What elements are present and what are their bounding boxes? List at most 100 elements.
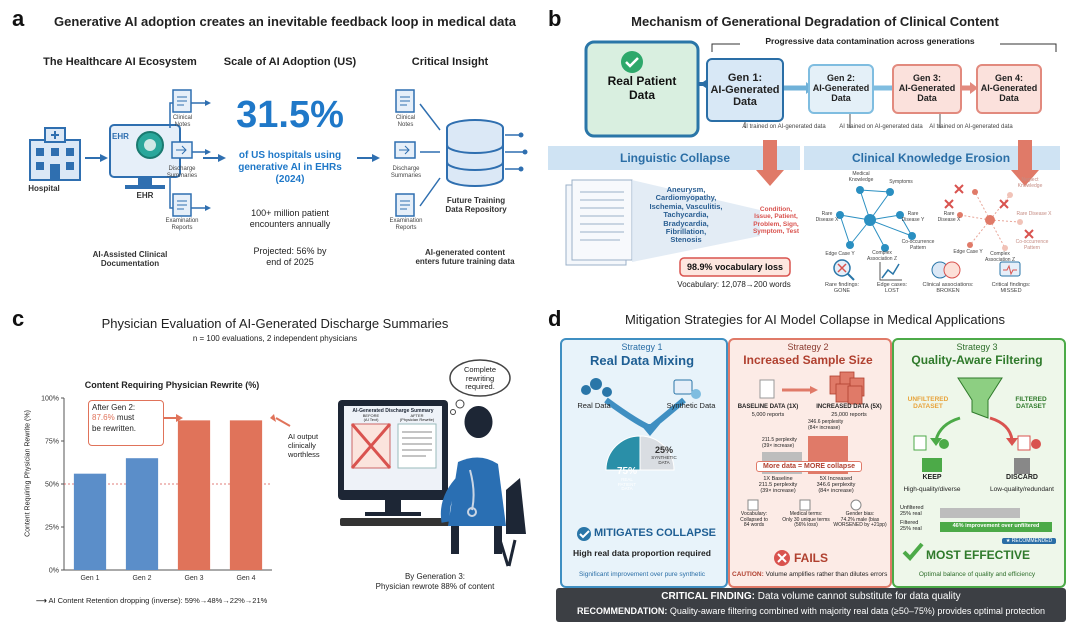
ehr-monitor-icon — [109, 124, 181, 189]
s3-discard: DISCARD — [1006, 474, 1038, 481]
rec-text: Quality-aware filtering combined with ma… — [667, 606, 1045, 616]
s3-result: MOST EFFECTIVE — [926, 548, 1031, 562]
ehr-screen-text: EHR — [112, 132, 129, 141]
vocab-loss-box — [679, 257, 791, 277]
exam-report-icon-2 — [395, 193, 415, 217]
s3-unf-lbl: Unfiltered 25% real — [900, 505, 924, 518]
discharge-summary-icon — [171, 141, 193, 159]
progress-label: Progressive data contamination across ge… — [740, 36, 1000, 46]
y-tick-label: 0% — [49, 568, 59, 575]
monitor-after: AFTER (Physician Rewrite) — [399, 413, 435, 423]
chart-title: Content Requiring Physician Rewrite (%) — [84, 380, 260, 390]
net-r-4: Complex Association Z — [984, 251, 1015, 263]
s3-filtered: FILTERED DATASET — [1015, 396, 1047, 411]
worthless-arrow — [275, 417, 291, 427]
chair — [506, 478, 526, 534]
net-l-1: Symptoms — [889, 179, 913, 185]
monitor-before: BEFORE (AI Text) — [362, 413, 380, 423]
net-r-0: Neglect Knowledge — [1017, 177, 1043, 189]
s1-real-label: Real Data — [577, 401, 611, 410]
s2-name: Increased Sample Size — [743, 353, 873, 367]
clinical-notes-icon — [172, 89, 192, 113]
y-tick-label: 50% — [45, 482, 59, 489]
callout-value: 87.6% — [92, 413, 115, 423]
s1-footer: Significant improvement over pure synthe… — [578, 571, 706, 578]
s2-footer-pre: CAUTION: — [732, 571, 764, 578]
edge-cases-icon — [879, 262, 902, 281]
doc-discharge: Discharge Summaries — [166, 166, 198, 179]
icon-label-assoc: Clinical associations: BROKEN — [922, 282, 974, 295]
s2-stat-gender: Gender bias: 74.2% male (bias WORSENED b… — [833, 511, 887, 528]
s3-tag: Strategy 3 — [956, 342, 998, 352]
s2-stat-vocab: Vocabulary: Collapsed to 84 words — [740, 511, 768, 528]
s2-col2: 5X Increased 346.6 perplexity (84× incre… — [816, 476, 856, 495]
x-tick-label: Gen 1 — [80, 575, 99, 582]
net-r-2: Rare Disease X — [1016, 211, 1052, 217]
gen4-box: Gen 4: AI-Generated Data — [976, 64, 1042, 114]
bar-gen-4 — [229, 420, 263, 570]
words-after: Condition, Issue, Patient, Problem, Sign… — [752, 206, 800, 236]
gen3-box: Gen 3: AI-Generated Data — [892, 64, 962, 114]
bar-gen-1 — [73, 473, 107, 570]
s2-footer: CAUTION: Volume amplifies rather than di… — [732, 571, 892, 578]
thought-text: Complete rewriting required. — [463, 365, 497, 392]
doc-clinical-notes: Clinical Notes — [172, 115, 193, 128]
panel-a-title: Generative AI adoption creates an inevit… — [54, 14, 516, 29]
panel-b-label: b — [548, 6, 562, 31]
icon-label-rare: Rare findings: GONE — [825, 282, 859, 295]
ling-header-bg — [548, 146, 800, 170]
net-r-5: Co-occurrence Pattern — [1015, 239, 1049, 251]
rec-pre: RECOMMENDATION: — [577, 606, 668, 616]
critical-findings-icon — [999, 261, 1021, 277]
net-l-2: Rare Disease X — [815, 211, 839, 223]
icon-label-edge: Edge cases: LOST — [876, 282, 908, 295]
panel-c-subtitle: n = 100 evaluations, 2 independent physi… — [192, 334, 358, 343]
s1-tag: Strategy 1 — [621, 342, 663, 352]
icon-label-critical: Critical findings: MISSED — [991, 282, 1031, 295]
finding-text: Data volume cannot substitute for data q… — [755, 591, 961, 602]
s3-footer: Optimal balance of quality and efficienc… — [918, 571, 1036, 578]
exam-report-icon — [172, 193, 192, 217]
repo-label: Future Training Data Repository — [445, 196, 507, 215]
real-data-text: Real Patient Data — [607, 74, 677, 102]
clin-header-bg — [804, 146, 1060, 170]
callout-line1: After Gen 2: — [92, 403, 136, 412]
s2-inc: INCREASED DATA (5X) — [816, 404, 882, 410]
callout-line2: must — [114, 413, 135, 423]
s2-base-n: 5,000 reports — [751, 412, 785, 418]
doc2-exam: Examination Reports — [389, 218, 423, 231]
gen1-box: Gen 1: AI-Generated Data — [706, 58, 784, 122]
trained-label-1: AI trained on AI-generated data — [742, 124, 826, 130]
trained-label-2: AI trained on AI-generated data — [839, 124, 923, 130]
x-tick-label: Gen 3 — [184, 575, 203, 582]
panel-b-title: Mechanism of Generational Degradation of… — [631, 14, 999, 29]
physician-coat — [448, 457, 506, 526]
net-l-4: Edge Case Y — [825, 251, 855, 257]
callout-arrowhead — [176, 414, 183, 422]
panel-a-label: a — [12, 6, 25, 31]
vocab-loss: 98.9% vocabulary loss — [686, 262, 784, 272]
s3-name: Quality-Aware Filtering — [911, 353, 1043, 367]
s3-unfiltered: UNFILTERED DATASET — [907, 396, 949, 411]
doc2-clinical-notes: Clinical Notes — [395, 115, 416, 128]
s1-synth-label: Synthetic Data — [666, 401, 716, 410]
insight-label: AI-generated content enters future train… — [415, 248, 515, 267]
encounters: 100+ million patient encounters annually — [249, 208, 331, 230]
assisted-label: AI-Assisted Clinical Documentation — [92, 250, 168, 269]
pie-synth-value: 25% — [654, 445, 673, 455]
net-l-6: Co-occurrence Pattern — [901, 239, 935, 251]
ecosystem-title: The Healthcare AI Ecosystem — [43, 56, 197, 68]
discharge-summary-icon-2 — [394, 141, 416, 159]
illustration-caption: By Generation 3: Physician rewrote 88% o… — [375, 572, 495, 591]
x-tick-label: Gen 4 — [236, 575, 255, 582]
real-data-box — [584, 40, 700, 138]
finding-pre: CRITICAL FINDING: — [661, 591, 755, 602]
callout-line3: be rewritten. — [92, 423, 137, 433]
pie-real-label: REAL PATIENT DATA — [617, 477, 637, 492]
